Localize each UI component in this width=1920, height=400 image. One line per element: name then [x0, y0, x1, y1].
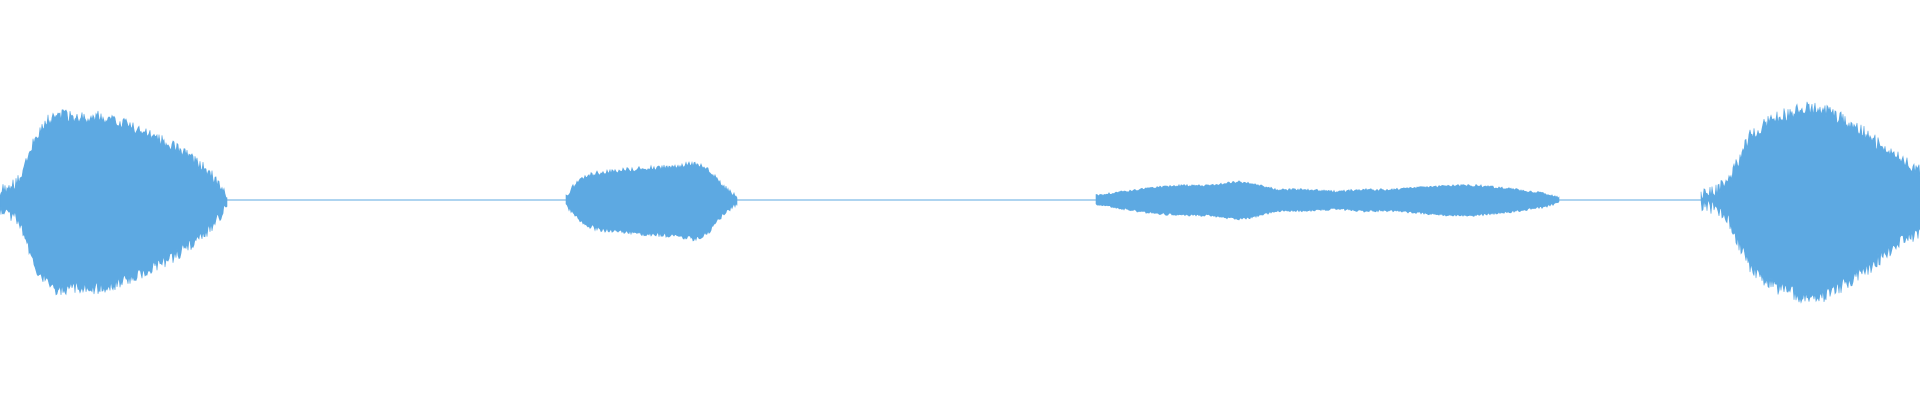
- waveform-burst-2: [565, 161, 738, 242]
- waveform-burst-1: [0, 109, 228, 296]
- waveform-burst-4: [1700, 101, 1920, 304]
- waveform-segments: [0, 101, 1920, 304]
- waveform-burst-3: [1095, 180, 1560, 221]
